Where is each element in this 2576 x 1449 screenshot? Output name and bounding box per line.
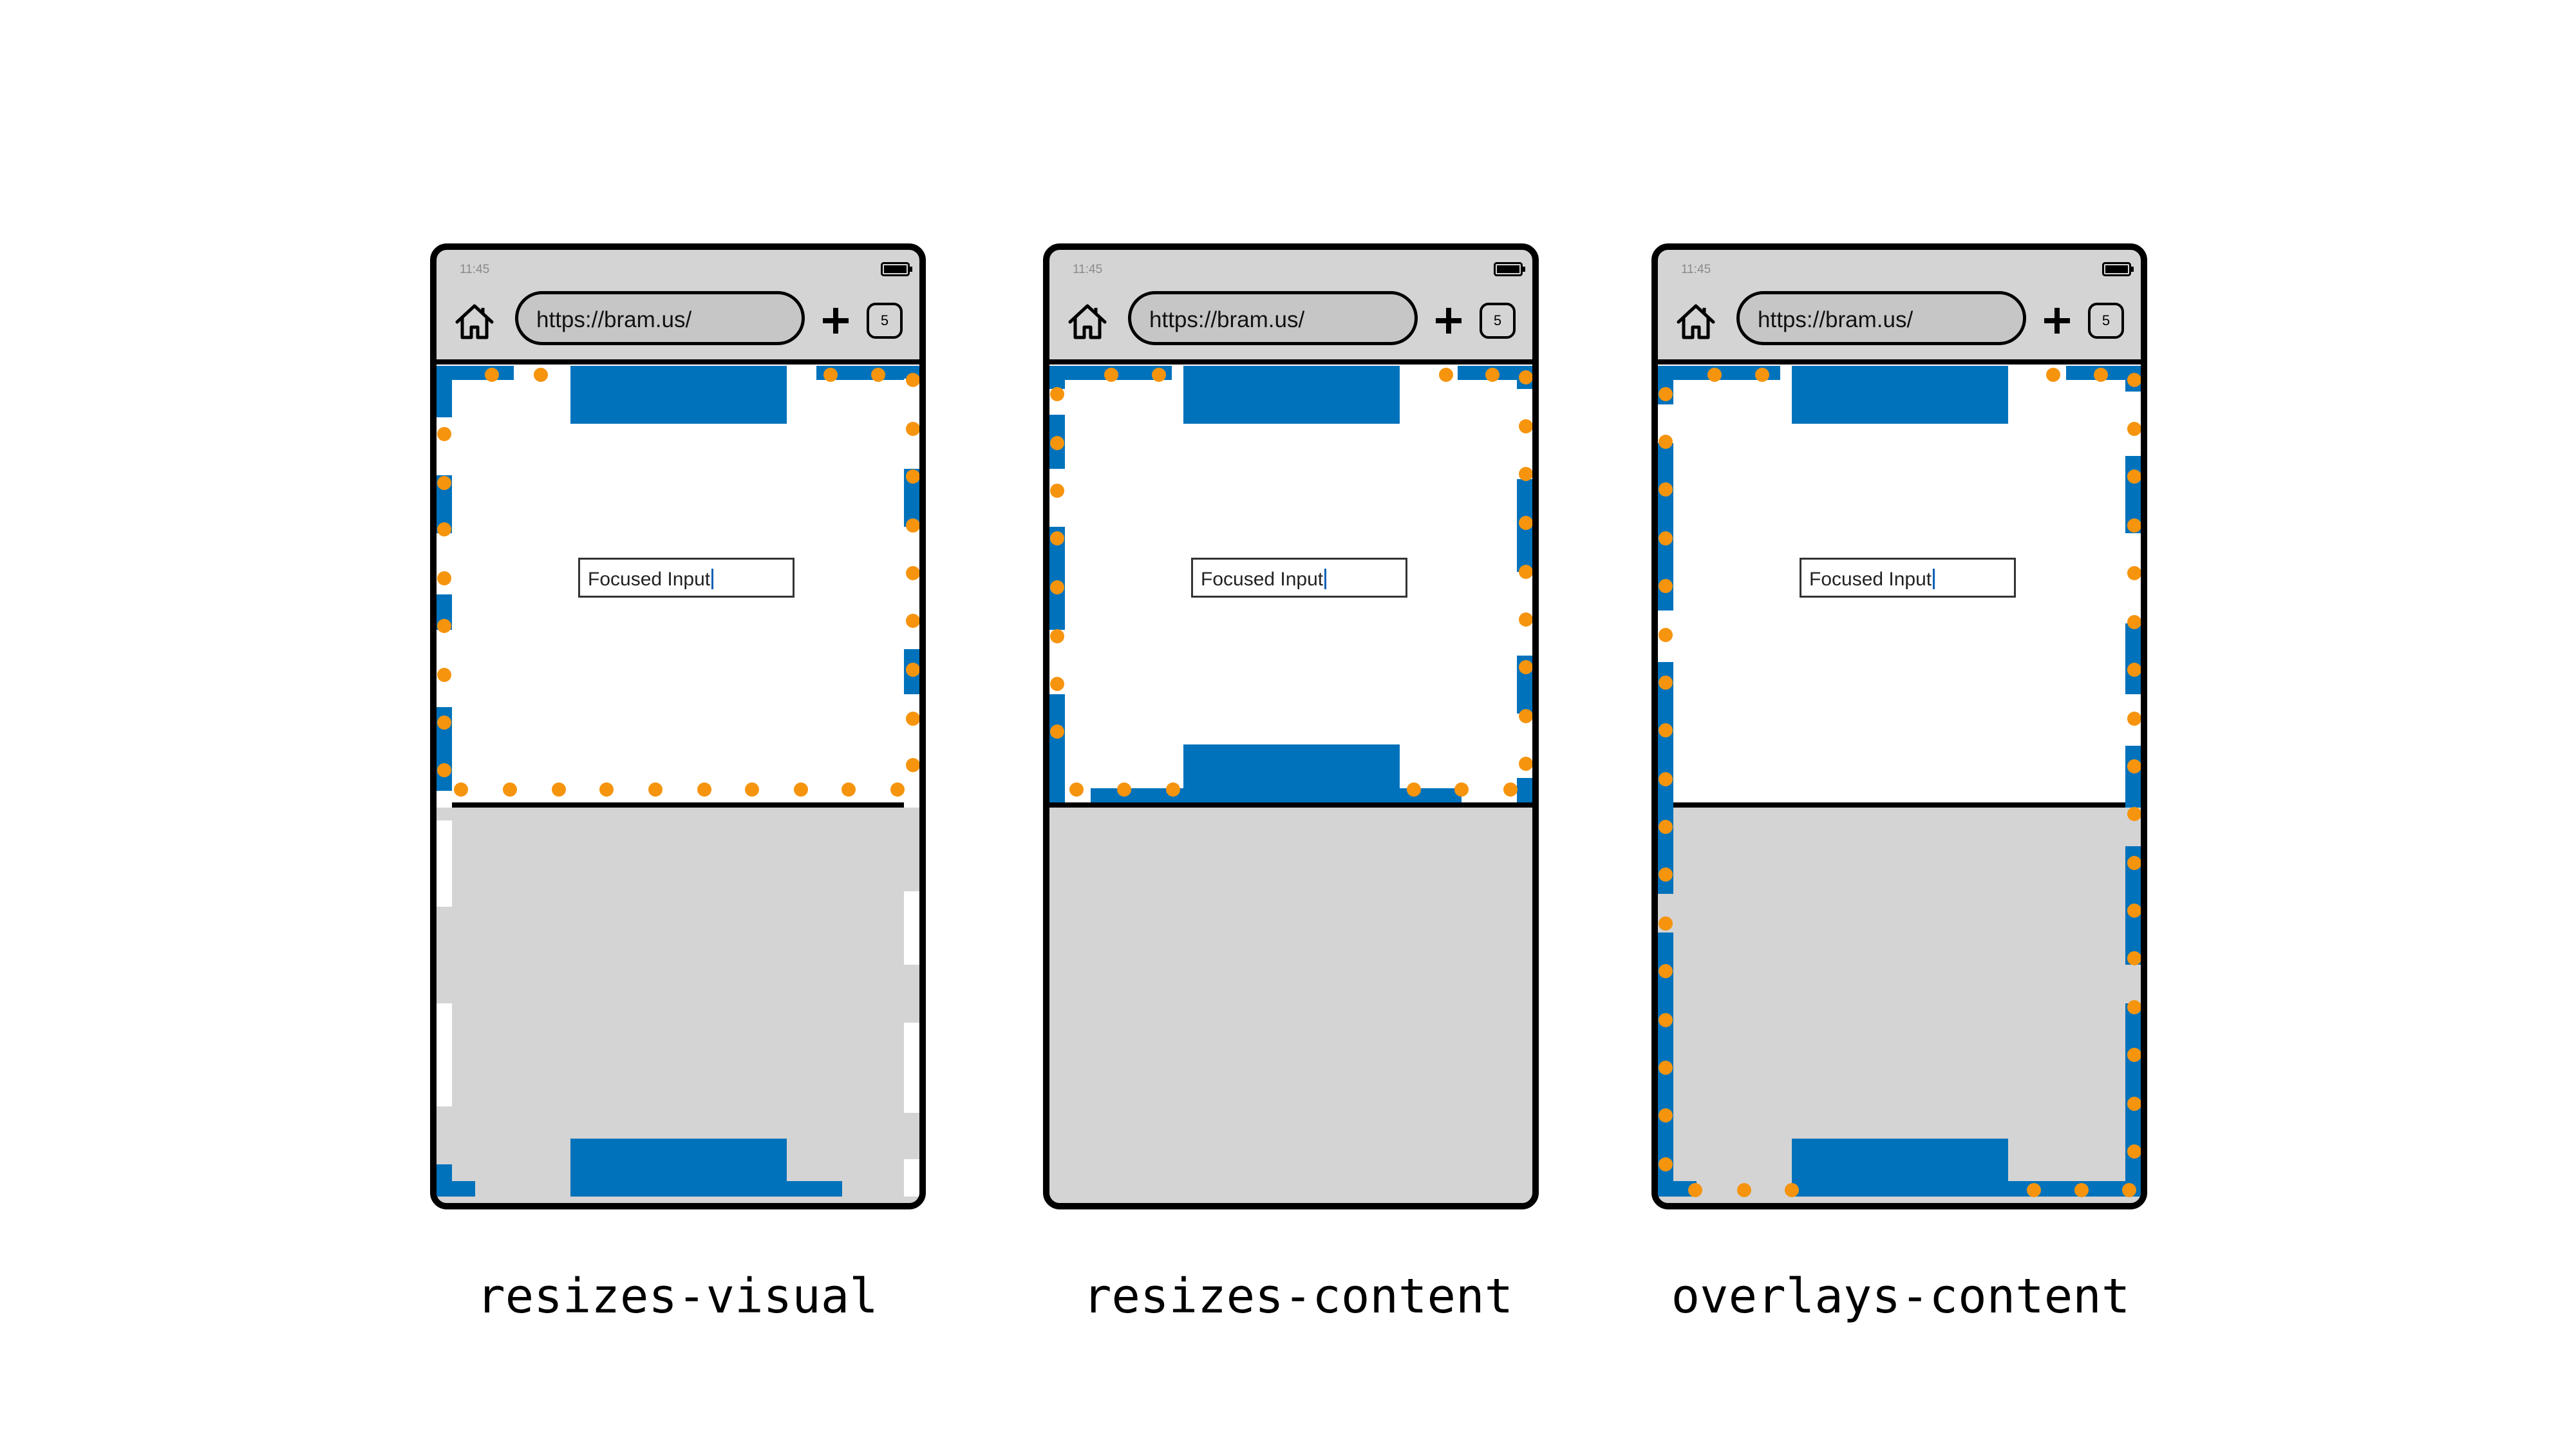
browser-toolbar: https://bram.us/ 5 [1049, 282, 1532, 363]
caption-resizes-content: resizes-content [1082, 1269, 1514, 1324]
status-bar: 11:45 [437, 250, 919, 282]
url-text: https://bram.us/ [536, 307, 692, 332]
keyboard-area [1658, 808, 2141, 1203]
new-tab-icon[interactable] [1433, 305, 1464, 336]
home-icon[interactable] [1675, 301, 1717, 341]
toolbar-divider [1658, 359, 2141, 365]
home-icon[interactable] [453, 301, 496, 341]
tab-count: 5 [2101, 312, 2111, 328]
tab-count-button[interactable]: 5 [2088, 303, 2124, 339]
tab-count-button[interactable]: 5 [1480, 303, 1516, 339]
input-text: Focused Input [588, 569, 711, 590]
input-text: Focused Input [1809, 569, 1932, 590]
keyboard-divider [1049, 802, 1532, 808]
home-icon[interactable] [1066, 301, 1109, 341]
battery-icon [1494, 262, 1525, 276]
status-time: 11:45 [1073, 263, 1103, 276]
keyboard-divider [1658, 802, 2141, 808]
new-tab-icon[interactable] [2042, 305, 2073, 336]
focused-input[interactable]: Focused Input [1800, 558, 2016, 598]
caption-overlays-content: overlays-content [1671, 1269, 2130, 1324]
url-bar[interactable]: https://bram.us/ [1128, 291, 1418, 345]
keyboard-area [1049, 808, 1532, 1203]
status-bar: 11:45 [1658, 250, 2141, 282]
browser-toolbar: https://bram.us/ 5 [1658, 282, 2141, 363]
status-time: 11:45 [460, 263, 490, 276]
browser-toolbar: https://bram.us/ 5 [437, 282, 919, 363]
text-caret [1324, 569, 1327, 589]
url-text: https://bram.us/ [1149, 307, 1305, 332]
url-bar[interactable]: https://bram.us/ [515, 291, 805, 345]
status-time: 11:45 [1681, 263, 1711, 276]
input-text: Focused Input [1201, 569, 1324, 590]
url-text: https://bram.us/ [1758, 307, 1913, 332]
battery-icon [881, 262, 912, 276]
focused-input[interactable]: Focused Input [1191, 558, 1407, 598]
caption-resizes-visual: resizes-visual [476, 1269, 878, 1324]
new-tab-icon[interactable] [820, 305, 851, 336]
toolbar-divider [1049, 359, 1532, 365]
toolbar-divider [437, 359, 919, 365]
battery-icon [2102, 262, 2134, 276]
tab-count-button[interactable]: 5 [867, 303, 903, 339]
focused-input[interactable]: Focused Input [578, 558, 794, 598]
phone-resizes-visual: 11:45 https://bram.us/ 5 [430, 243, 926, 1209]
tab-count: 5 [1493, 312, 1502, 328]
keyboard-area [437, 808, 919, 1203]
status-bar: 11:45 [1049, 250, 1532, 282]
url-bar[interactable]: https://bram.us/ [1736, 291, 2026, 345]
phone-resizes-content: 11:45 https://bram.us/ 5 [1043, 243, 1539, 1209]
phone-overlays-content: 11:45 https://bram.us/ 5 [1651, 243, 2147, 1209]
keyboard-divider [437, 802, 919, 808]
text-caret [711, 569, 714, 589]
text-caret [1933, 569, 1935, 589]
tab-count: 5 [880, 312, 889, 328]
